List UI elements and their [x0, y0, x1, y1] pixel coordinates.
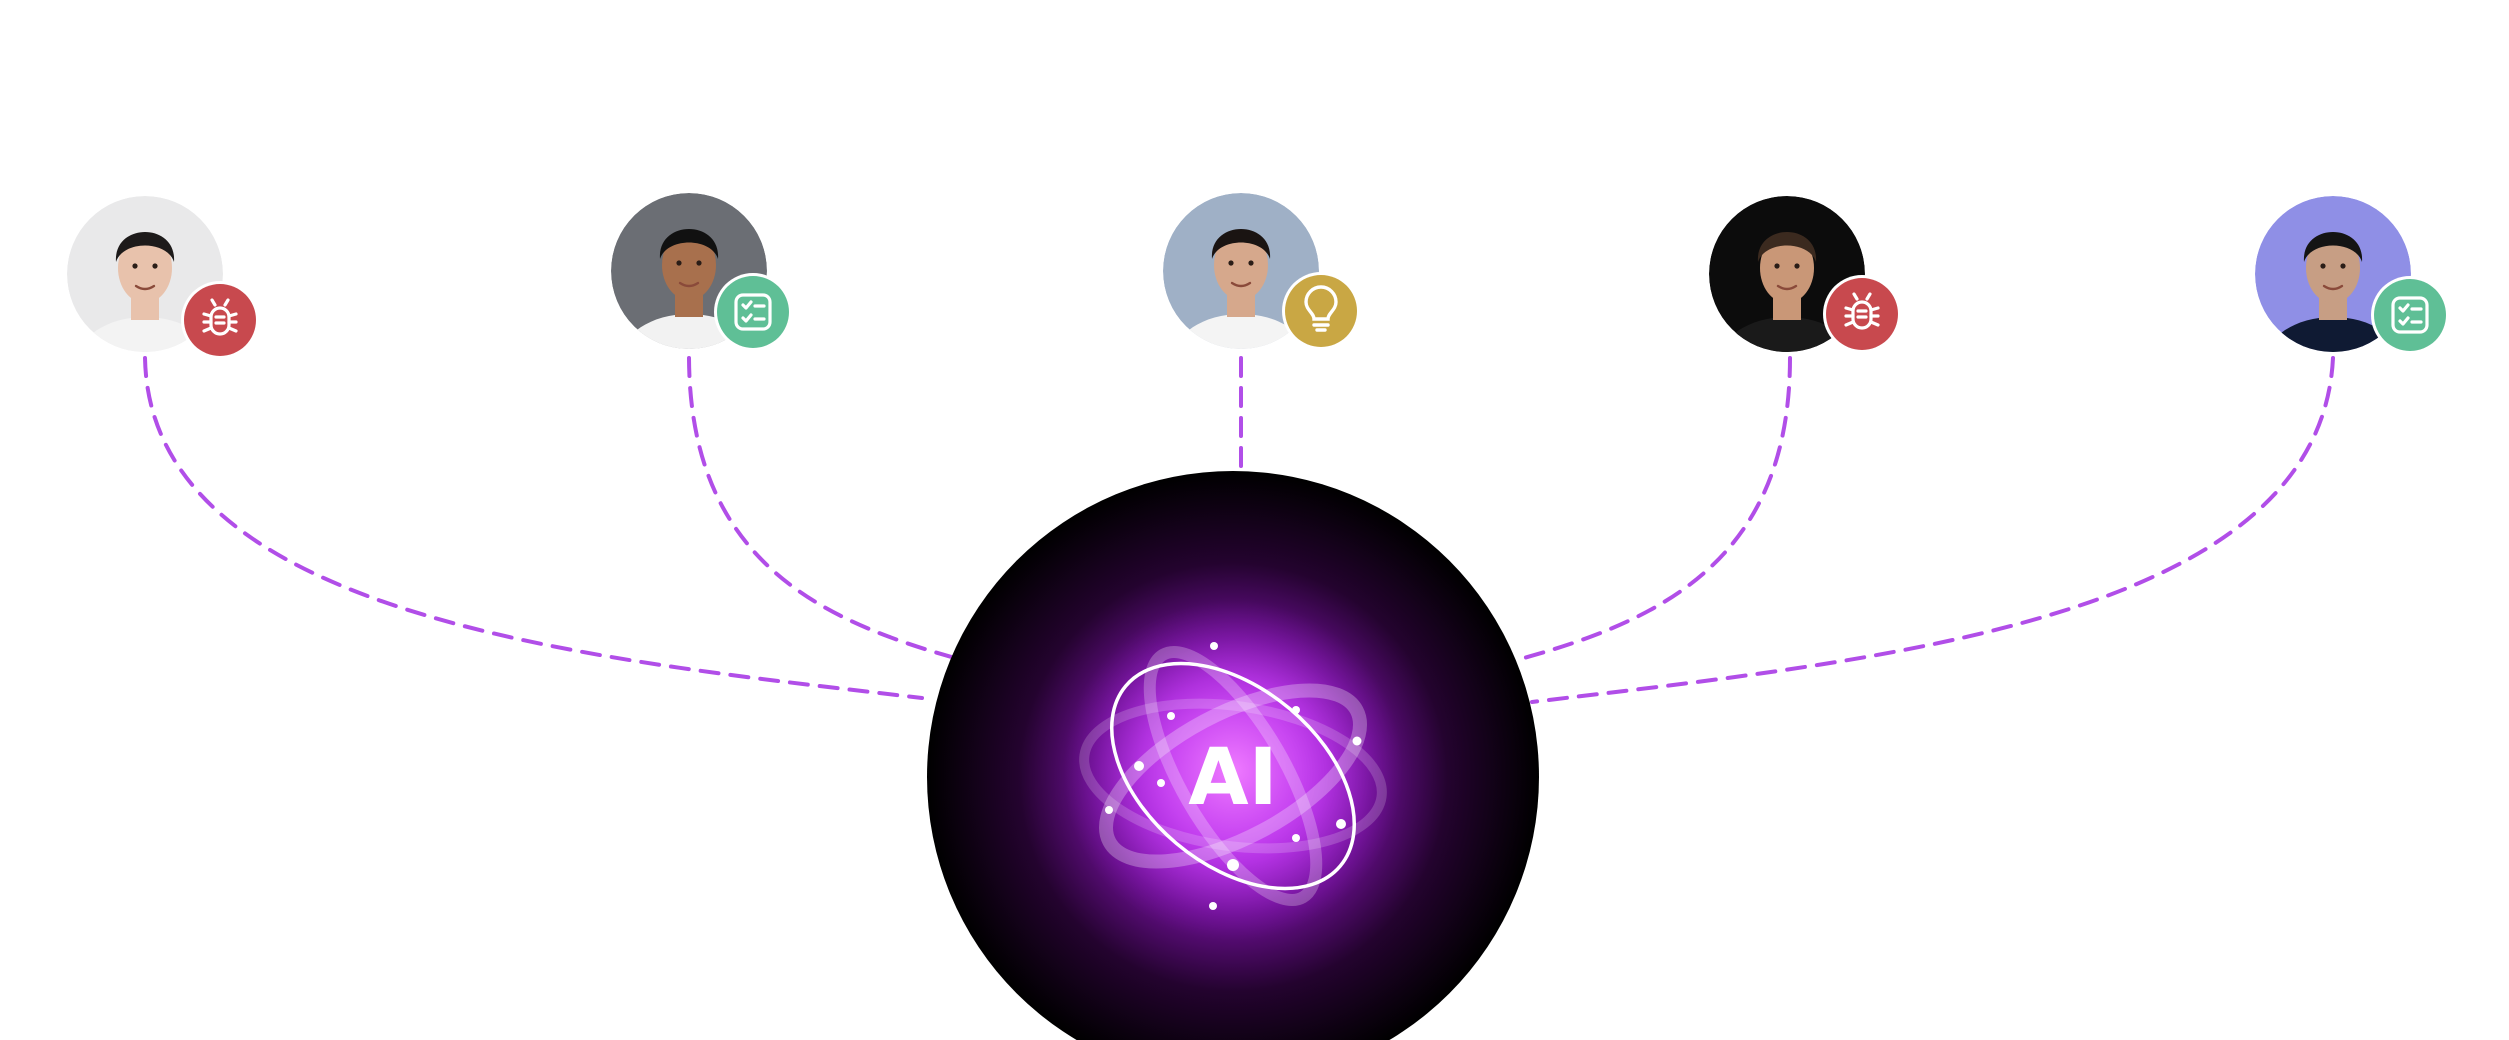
- status-badge: [181, 281, 259, 359]
- person-node-4[interactable]: [1709, 196, 1901, 407]
- person-node-2[interactable]: [611, 193, 792, 404]
- person-node-3[interactable]: [1163, 193, 1360, 404]
- people-row: [67, 193, 2449, 407]
- avatar-photo: [1163, 193, 1319, 349]
- status-badge: [1282, 272, 1360, 350]
- connector-line-2: [687, 356, 957, 660]
- atom-orbits-icon: [1079, 642, 1387, 910]
- connector-line-4: [1522, 356, 1792, 660]
- ai-hub: AI: [927, 471, 1539, 1040]
- bug-icon: [1844, 292, 1880, 330]
- status-badge: [1823, 275, 1901, 353]
- status-badge: [2371, 276, 2449, 354]
- connector-line-5: [1530, 356, 2335, 704]
- ai-core-glow: [1063, 600, 1403, 940]
- lightbulb-icon: [1304, 285, 1338, 332]
- connector-lines: [143, 356, 2335, 704]
- status-badge: [714, 273, 792, 351]
- connector-line-1: [143, 356, 924, 700]
- person-node-1[interactable]: [67, 196, 259, 407]
- ai-hub-label: AI: [1188, 733, 1277, 823]
- person-node-5[interactable]: [2255, 196, 2449, 407]
- bug-icon: [202, 298, 238, 336]
- checklist-icon: [734, 293, 772, 331]
- checklist-icon: [2391, 296, 2429, 334]
